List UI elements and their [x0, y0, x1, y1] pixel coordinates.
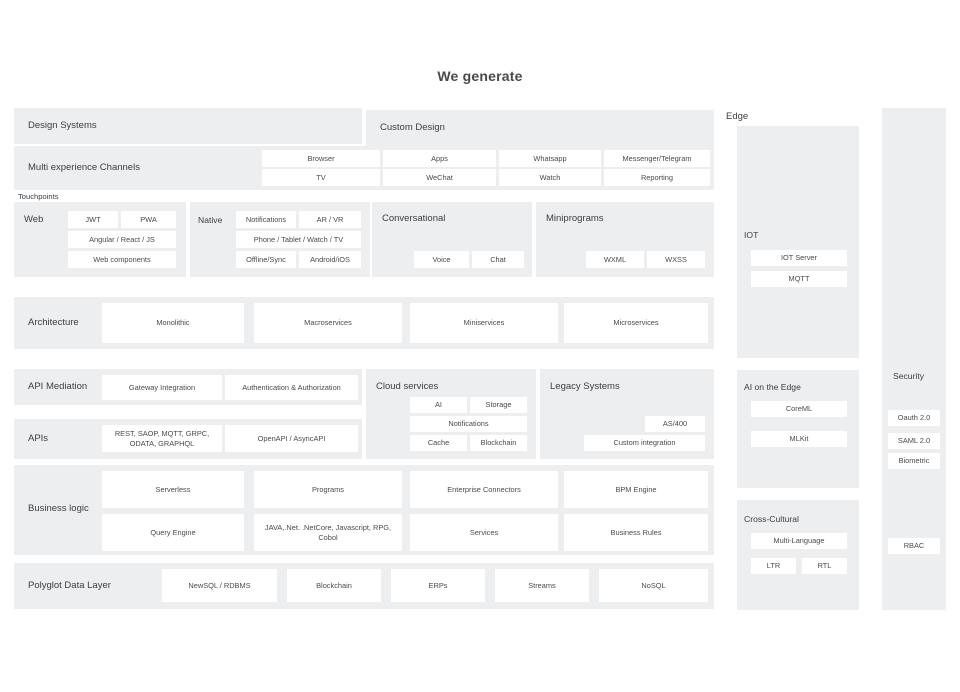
tile-streams[interactable]: Streams [495, 569, 589, 602]
tile-watch[interactable]: Watch [499, 169, 601, 186]
api-mediation-label: API Mediation [28, 381, 88, 392]
tile-serverless[interactable]: Serverless [102, 471, 244, 508]
tile-gateway-integration[interactable]: Gateway Integration [102, 375, 222, 400]
tile-business-rules[interactable]: Business Rules [564, 514, 708, 551]
tile-offline-sync[interactable]: Offline/Sync [236, 251, 296, 268]
business-logic-panel: Business logic Serverless Programs Enter… [14, 465, 714, 555]
tile-wxml[interactable]: WXML [586, 251, 644, 268]
tile-nosql[interactable]: NoSQL [599, 569, 708, 602]
iot-label: IOT [744, 230, 759, 240]
tile-as400[interactable]: AS/400 [645, 416, 705, 432]
business-logic-label: Business logic [28, 503, 89, 514]
web-touchpoint-panel: Web JWT PWA Angular / React / JS Web com… [14, 202, 186, 277]
tile-ai[interactable]: AI [410, 397, 467, 413]
tile-mlkit[interactable]: MLKit [751, 431, 847, 447]
tile-ltr[interactable]: LTR [751, 558, 796, 574]
tile-services[interactable]: Services [410, 514, 558, 551]
tile-biometric[interactable]: Biometric [888, 453, 940, 469]
conversational-panel: Conversational Voice Chat [372, 202, 532, 277]
multi-experience-channels-label: Multi experience Channels [28, 162, 140, 173]
cross-cultural-label: Cross-Cultural [744, 514, 799, 524]
native-touchpoint-panel: Native Notifications AR / VR Phone / Tab… [190, 202, 370, 277]
tile-cache[interactable]: Cache [410, 435, 467, 451]
tile-macroservices[interactable]: Macroservices [254, 303, 402, 343]
legacy-systems-panel: Legacy Systems AS/400 Custom integration [540, 369, 714, 459]
multi-experience-channels-panel: Multi experience Channels Browser Apps W… [14, 146, 714, 190]
tile-authentication-authorization[interactable]: Authentication & Authorization [225, 375, 358, 400]
custom-design-label: Custom Design [380, 122, 445, 133]
tile-apps[interactable]: Apps [383, 150, 496, 167]
ai-on-the-edge-label: AI on the Edge [744, 382, 801, 392]
tile-query-engine[interactable]: Query Engine [102, 514, 244, 551]
polyglot-data-layer-panel: Polyglot Data Layer NewSQL / RDBMS Block… [14, 563, 714, 609]
architecture-label: Architecture [28, 317, 79, 328]
cloud-services-panel: Cloud services AI Storage Notifications … [366, 369, 536, 459]
apis-panel: APIs REST, SAOP, MQTT, GRPC, ODATA, GRAP… [14, 419, 362, 459]
tile-enterprise-connectors[interactable]: Enterprise Connectors [410, 471, 558, 508]
tile-rest-soap-mqtt-grpc-odata-graphql[interactable]: REST, SAOP, MQTT, GRPC, ODATA, GRAPHQL [102, 425, 222, 452]
tile-erps[interactable]: ERPs [391, 569, 485, 602]
native-label: Native [198, 215, 223, 225]
tile-notifications-cloud[interactable]: Notifications [410, 416, 527, 432]
legacy-systems-label: Legacy Systems [550, 381, 620, 392]
tile-tv[interactable]: TV [262, 169, 380, 186]
tile-notifications[interactable]: Notifications [236, 211, 296, 228]
tile-newsql-rdbms[interactable]: NewSQL / RDBMS [162, 569, 277, 602]
tile-languages[interactable]: JAVA,.Net. .NetCore, Javascript, RPG, Co… [254, 514, 402, 551]
tile-blockchain[interactable]: Blockchain [287, 569, 381, 602]
edge-label: Edge [726, 111, 749, 122]
tile-reporting[interactable]: Reporting [604, 169, 710, 186]
miniprograms-label: Miniprograms [546, 213, 604, 224]
tile-web-components[interactable]: Web components [68, 251, 176, 268]
cross-cultural-panel: Cross-Cultural Multi-Language LTR RTL [737, 500, 859, 610]
tile-messenger-telegram[interactable]: Messenger/Telegram [604, 150, 710, 167]
tile-voice[interactable]: Voice [414, 251, 469, 268]
design-systems-panel: Design Systems [14, 108, 362, 144]
tile-custom-integration[interactable]: Custom integration [584, 435, 705, 451]
custom-design-panel: Custom Design [366, 110, 714, 146]
tile-android-ios[interactable]: Android/iOS [299, 251, 361, 268]
tile-chat[interactable]: Chat [472, 251, 524, 268]
tile-jwt[interactable]: JWT [68, 211, 118, 228]
security-column: Oauth 2.0 SAML 2.0 Biometric RBAC [882, 108, 946, 610]
tile-rtl[interactable]: RTL [802, 558, 847, 574]
tile-oauth-2[interactable]: Oauth 2.0 [888, 410, 940, 426]
tile-rbac[interactable]: RBAC [888, 538, 940, 554]
design-systems-label: Design Systems [28, 120, 97, 131]
tile-ar-vr[interactable]: AR / VR [299, 211, 361, 228]
tile-microservices[interactable]: Microservices [564, 303, 708, 343]
iot-panel: IOT IOT Server MQTT [737, 126, 859, 358]
tile-multi-language[interactable]: Multi-Language [751, 533, 847, 549]
tile-storage[interactable]: Storage [470, 397, 527, 413]
security-label: Security [893, 371, 925, 381]
tile-wxss[interactable]: WXSS [647, 251, 705, 268]
tile-saml-2[interactable]: SAML 2.0 [888, 433, 940, 449]
tile-pwa[interactable]: PWA [121, 211, 176, 228]
touchpoints-label: Touchpoints [18, 192, 59, 201]
polyglot-data-layer-label: Polyglot Data Layer [28, 580, 111, 591]
tile-phone-tablet-watch-tv[interactable]: Phone / Tablet / Watch / TV [236, 231, 361, 248]
tile-monolithic[interactable]: Monolithic [102, 303, 244, 343]
tile-openapi-asyncapi[interactable]: OpenAPI / AsyncAPI [225, 425, 358, 452]
conversational-label: Conversational [382, 213, 446, 224]
tile-bpm-engine[interactable]: BPM Engine [564, 471, 708, 508]
cloud-services-label: Cloud services [376, 381, 439, 392]
tile-blockchain-cloud[interactable]: Blockchain [470, 435, 527, 451]
tile-iot-server[interactable]: IOT Server [751, 250, 847, 266]
tile-browser[interactable]: Browser [262, 150, 380, 167]
web-label: Web [24, 214, 44, 225]
tile-mqtt[interactable]: MQTT [751, 271, 847, 287]
ai-on-the-edge-panel: AI on the Edge CoreML MLKit [737, 370, 859, 488]
page-title: We generate [437, 68, 523, 84]
api-mediation-panel: API Mediation Gateway Integration Authen… [14, 369, 362, 405]
tile-coreml[interactable]: CoreML [751, 401, 847, 417]
tile-programs[interactable]: Programs [254, 471, 402, 508]
tile-miniservices[interactable]: Miniservices [410, 303, 558, 343]
tile-whatsapp[interactable]: Whatsapp [499, 150, 601, 167]
tile-angular-react-js[interactable]: Angular / React / JS [68, 231, 176, 248]
apis-label: APIs [28, 433, 49, 444]
miniprograms-panel: Miniprograms WXML WXSS [536, 202, 714, 277]
tile-wechat[interactable]: WeChat [383, 169, 496, 186]
architecture-panel: Architecture Monolithic Macroservices Mi… [14, 297, 714, 349]
